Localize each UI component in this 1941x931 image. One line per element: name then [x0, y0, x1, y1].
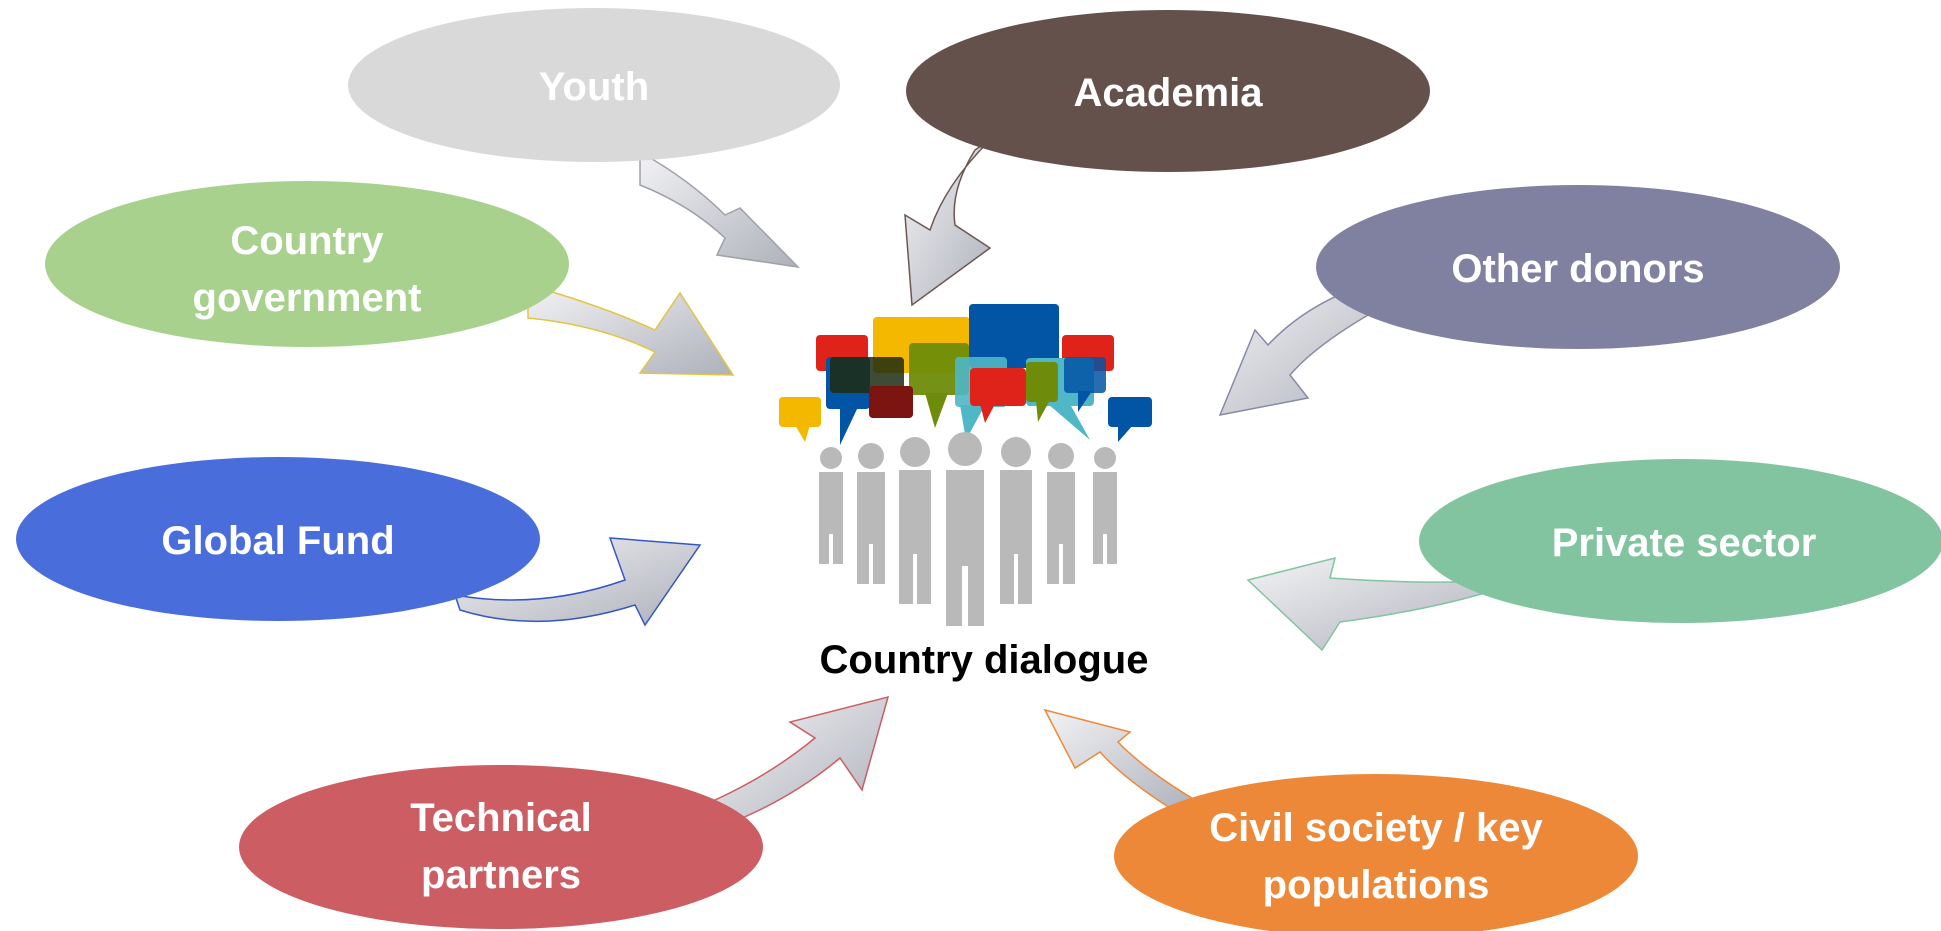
speech-bubbles-icon: [779, 304, 1152, 445]
stakeholder-ellipses: [16, 8, 1941, 931]
people-group-icon: [819, 432, 1117, 626]
label-country-government-line1: Country: [230, 219, 384, 263]
arrow-youth: [639, 150, 801, 269]
label-civil-society-line1: Civil society / key: [1209, 806, 1543, 850]
label-country-government-line2: government: [193, 276, 422, 320]
label-academia: Academia: [1074, 71, 1264, 115]
ellipse-civil-society: [1114, 774, 1638, 931]
label-other-donors: Other donors: [1451, 247, 1704, 291]
label-global-fund: Global Fund: [161, 519, 394, 563]
label-private-sector: Private sector: [1552, 521, 1817, 565]
stakeholder-labels: Youth Academia Country government Other …: [161, 65, 1816, 907]
ellipse-other-donors: [1316, 185, 1840, 349]
label-civil-society-line2: populations: [1263, 863, 1490, 907]
ellipse-academia: [906, 10, 1430, 172]
arrows: [453, 139, 1502, 826]
arrow-country-government: [527, 284, 735, 376]
ellipse-global-fund: [16, 457, 540, 621]
label-technical-partners-line1: Technical: [410, 796, 592, 840]
center-label: Country dialogue: [820, 638, 1149, 682]
ellipse-youth: [348, 8, 840, 162]
arrow-technical-partners: [714, 695, 890, 826]
ellipse-technical-partners: [239, 765, 763, 929]
label-technical-partners-line2: partners: [421, 853, 581, 897]
arrow-academia: [904, 139, 992, 307]
label-youth: Youth: [539, 65, 649, 109]
ellipse-private-sector: [1419, 459, 1941, 623]
ellipse-country-government: [45, 181, 569, 347]
arrow-global-fund: [453, 537, 702, 627]
arrow-civil-society: [1043, 708, 1197, 814]
